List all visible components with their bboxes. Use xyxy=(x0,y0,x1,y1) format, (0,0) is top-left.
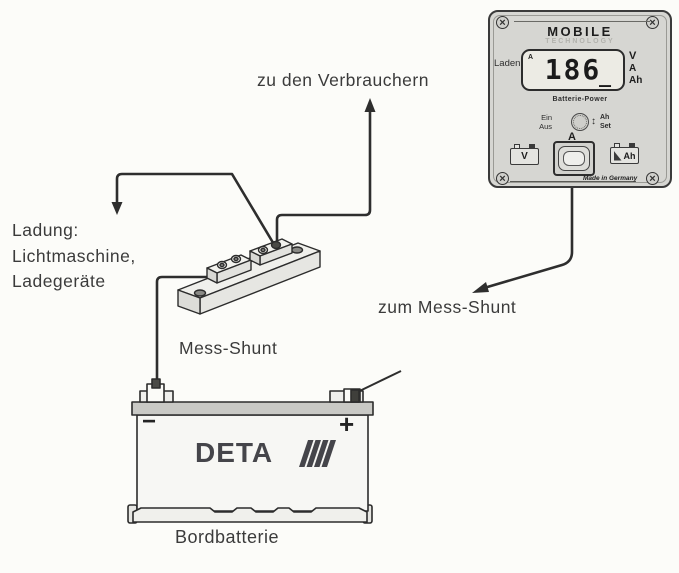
unit-amp: A xyxy=(629,62,637,74)
label-ah-set2: Set xyxy=(600,122,611,130)
wire-shunt-to-battery xyxy=(155,275,212,386)
arrowhead-up-icon xyxy=(364,98,376,112)
knob-knurl-icon xyxy=(573,115,587,129)
shunt-drawing xyxy=(177,238,321,315)
lcd-mode-label: Laden xyxy=(494,58,521,69)
amp-button-ring xyxy=(558,146,590,171)
panel-bottom-divider xyxy=(510,181,636,182)
battery-drawing xyxy=(127,378,374,524)
wire-to-consumers xyxy=(275,106,372,246)
unit-volt: V xyxy=(629,50,637,62)
label-charging-sources: Ladung: Lichtmaschine, Ladegeräte xyxy=(12,218,136,295)
panel-caption: Batterie-Power xyxy=(552,96,608,103)
lcd-display: A 186 _ xyxy=(521,49,625,91)
battery-brand: DETA xyxy=(195,437,274,468)
updown-arrow-icon: ↕ xyxy=(591,116,596,127)
panel-top-divider xyxy=(514,21,650,22)
ah-set-labels: Ah Set xyxy=(600,114,611,131)
discharge-triangle-icon xyxy=(613,150,622,161)
wire-charging-sources xyxy=(115,172,277,247)
label-charging-line3: Ladegeräte xyxy=(12,271,106,291)
amp-button-label: A xyxy=(568,131,576,143)
rotary-knob xyxy=(571,113,589,131)
volt-button-label: V xyxy=(521,151,528,162)
lcd-value: 186 xyxy=(544,53,602,86)
label-charging-line1: Ladung: xyxy=(12,220,79,240)
screw-icon: × xyxy=(646,16,659,29)
lcd-cursor: _ xyxy=(598,63,611,87)
arrowhead-down-icon xyxy=(111,202,123,215)
amphour-button-label: Ah xyxy=(623,150,636,161)
label-charging-line2: Lichtmaschine, xyxy=(12,245,136,266)
amphour-button: Ah xyxy=(610,147,639,164)
screw-icon: × xyxy=(646,172,659,185)
screw-icon: × xyxy=(496,16,509,29)
pointer-monitor-to-shunt xyxy=(483,188,574,290)
battery-minus-sign: − xyxy=(142,408,157,435)
amp-button-core xyxy=(563,151,585,166)
label-shunt: Mess-Shunt xyxy=(179,338,278,358)
label-on: Ein xyxy=(541,113,552,122)
label-battery: Bordbatterie xyxy=(175,527,280,547)
lcd-units: V A Ah xyxy=(629,50,642,88)
power-switch-labels: Ein Aus xyxy=(526,113,552,131)
label-ah-set1: Ah xyxy=(600,114,610,121)
monitor-brand: MOBILE xyxy=(547,24,613,39)
label-to-shunt: zum Mess-Shunt xyxy=(378,297,517,317)
battery-monitor-panel: × × × × MOBILE TECHNOLOGY Laden A 186 _ … xyxy=(488,10,672,188)
label-off: Aus xyxy=(539,121,552,131)
screw-icon: × xyxy=(496,172,509,185)
amp-button xyxy=(553,141,595,176)
arrowhead-downleft-icon xyxy=(472,282,489,293)
label-to-consumers: zu den Verbrauchern xyxy=(257,70,429,90)
monitor-brand-sub: TECHNOLOGY xyxy=(545,38,615,45)
lcd-annunciator: A xyxy=(528,54,534,61)
made-in-label: Made in Germany xyxy=(583,175,638,182)
volt-button: V xyxy=(510,148,539,165)
battery-plus-sign: + xyxy=(339,409,355,439)
deta-logo-stripes-icon xyxy=(299,440,336,467)
unit-amphour: Ah xyxy=(629,75,643,86)
